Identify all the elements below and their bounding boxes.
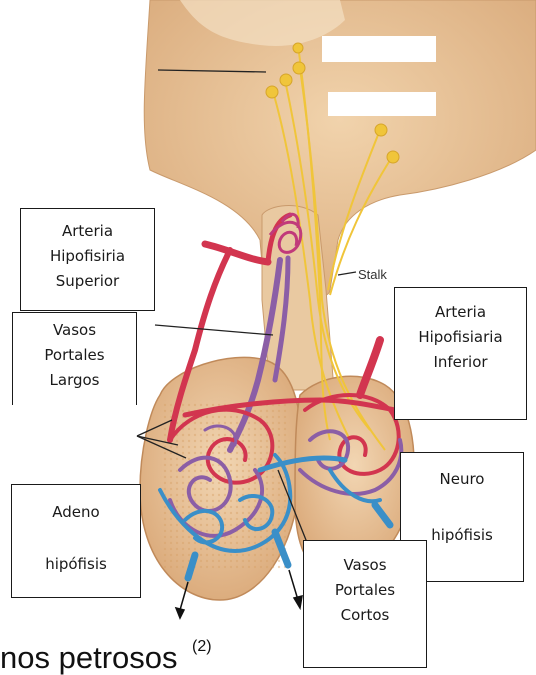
label-vasos-portales-largos: Vasos Portales Largos [12,312,137,405]
masked-label-top [322,36,436,62]
label-vasos-portales-cortos: Vasos Portales Cortos [303,540,427,668]
label-arteria-hipofisiria-superior: Arteria Hipofisiria Superior [20,208,155,311]
label-arteria-hipofisiaria-inferior: Arteria Hipofisiaria Inferior [394,287,527,420]
stalk-label: Stalk [358,267,387,282]
masked-label-middle [328,92,436,116]
footer-reference: (2) [192,638,212,656]
footer-caption: nos petrosos [0,642,178,673]
label-adeno-hipofisis: Adeno hipófisis [11,484,141,598]
